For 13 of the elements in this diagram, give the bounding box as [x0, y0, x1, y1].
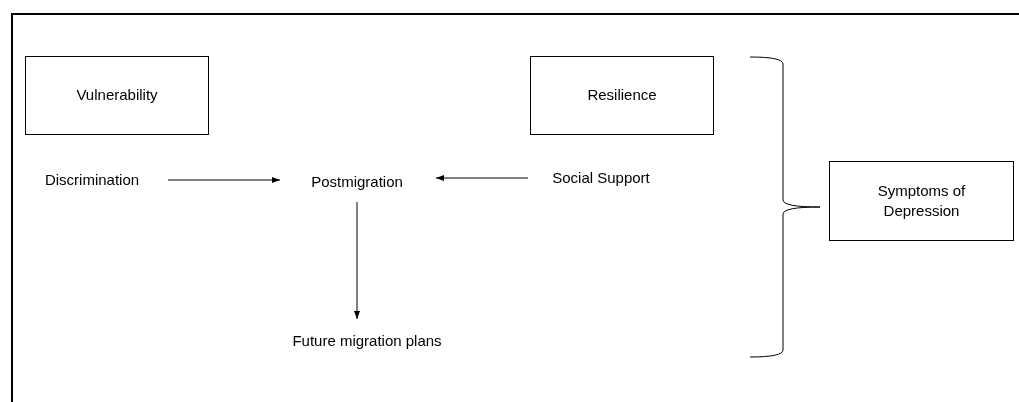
concept-label: Discrimination [44, 169, 140, 190]
box-label: Vulnerability [76, 85, 158, 106]
arrow [435, 175, 529, 181]
arrow [167, 177, 281, 183]
concept-box [829, 161, 1014, 241]
concept-label: Social Support [552, 167, 650, 188]
concept-box [530, 56, 714, 135]
arrow [354, 201, 360, 320]
concept-label: Postmigration [311, 171, 403, 192]
box-label: Symptoms of Depression [876, 180, 967, 221]
box-label: Resilience [587, 85, 657, 106]
concept-label: Future migration plans [292, 330, 442, 351]
concept-box [25, 56, 209, 135]
